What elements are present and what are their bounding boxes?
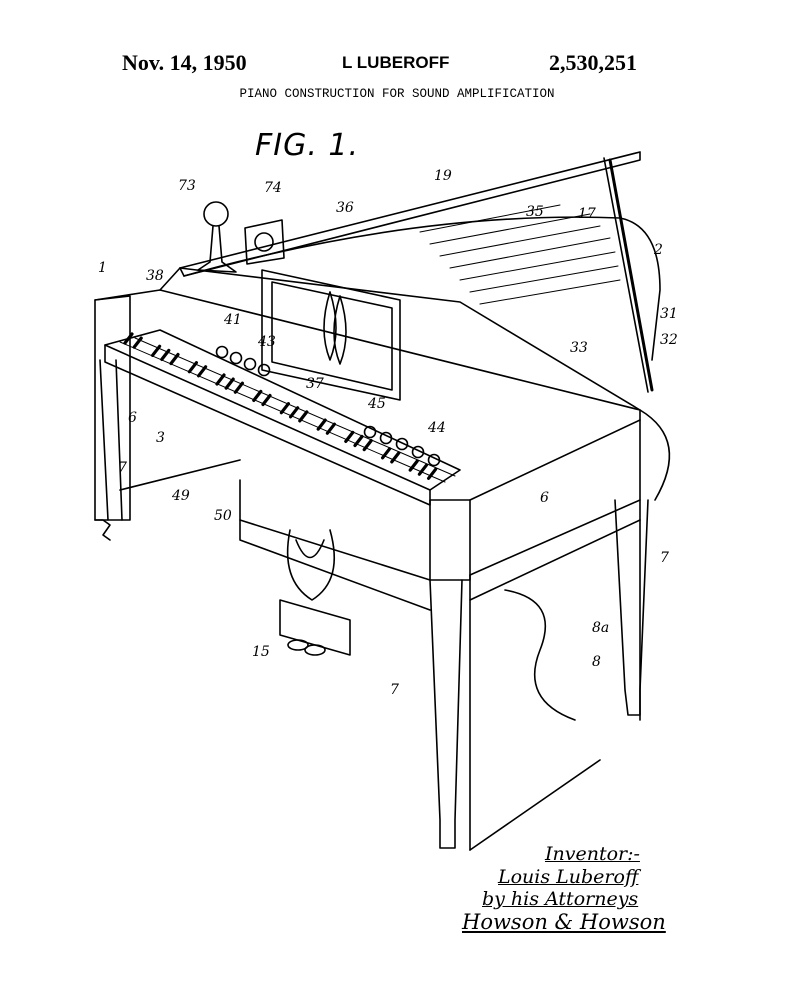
knob [411, 445, 425, 459]
attorney-firm: Howson & Howson [462, 910, 666, 934]
callout-label: 32 [660, 332, 678, 348]
black-key [427, 467, 438, 480]
piano-legs [94, 359, 649, 851]
callout-label: 15 [252, 644, 270, 660]
patent-number: 2,530,251 [549, 50, 637, 75]
black-key [215, 373, 226, 386]
callout-label: 7 [390, 682, 399, 698]
callout-label: 17 [578, 206, 596, 222]
black-key [417, 463, 428, 476]
callout-label: 7 [118, 460, 127, 476]
callout-label: 33 [570, 340, 588, 356]
black-key [252, 389, 263, 402]
callout-label: 74 [264, 180, 282, 196]
black-key [353, 434, 364, 448]
callout-label: 35 [526, 204, 544, 220]
attorney-line: by his Attorneys [482, 888, 639, 910]
callout-label: 37 [306, 376, 324, 392]
callout-label: 49 [171, 488, 190, 504]
black-key [132, 336, 143, 349]
black-key [224, 377, 235, 390]
inventor-header: L LUBEROFF [342, 53, 450, 72]
piano-lid [179, 151, 661, 393]
black-key [362, 439, 373, 452]
piano-keyboard [104, 329, 461, 506]
inventor-label: Inventor:- [545, 843, 640, 865]
patent-date: Nov. 14, 1950 [122, 50, 247, 75]
callout-label: 38 [146, 268, 164, 284]
knob [257, 363, 271, 377]
black-key [169, 352, 180, 366]
callout-label: 6 [540, 490, 549, 506]
black-key [197, 365, 208, 378]
callout-label: 73 [178, 178, 196, 194]
callout-label: 44 [427, 420, 446, 436]
black-key [289, 406, 300, 419]
black-key [279, 402, 290, 415]
callout-label: 31 [660, 306, 678, 322]
microphone [197, 201, 237, 273]
black-key [344, 430, 355, 443]
black-key [298, 410, 309, 423]
knob [215, 345, 229, 359]
knob [379, 431, 393, 445]
knob [363, 425, 377, 439]
black-key [316, 418, 327, 431]
pedal-lyre [279, 529, 351, 656]
black-key [187, 361, 198, 374]
black-key [261, 393, 272, 407]
knob [243, 357, 257, 371]
black-key [151, 344, 162, 357]
black-key [325, 422, 336, 435]
black-key [390, 451, 401, 464]
callout-label: 41 [223, 312, 242, 328]
black-key [381, 447, 392, 460]
black-key [160, 348, 171, 361]
meter-box [244, 219, 285, 265]
callout-label: 7 [660, 550, 669, 566]
callout-label: 1 [98, 260, 107, 276]
knob [395, 437, 409, 451]
callout-label: 45 [367, 396, 386, 412]
piano-cabinet [94, 267, 671, 851]
black-key [233, 381, 244, 394]
black-key [123, 332, 134, 345]
callout-label: 43 [257, 334, 276, 350]
music-stand [261, 269, 401, 401]
callout-label: 50 [214, 508, 232, 524]
callout-label: 6 [128, 410, 137, 426]
inventor-signature: Louis Luberoff [498, 866, 639, 888]
callout-label: 8a [592, 620, 609, 636]
figure-label: FIG. 1. [255, 128, 360, 163]
control-knobs [215, 345, 441, 467]
callout-label: 19 [434, 168, 452, 184]
knob [427, 453, 441, 467]
knob [229, 351, 243, 365]
callout-label: 3 [156, 430, 165, 446]
callout-label: 2 [653, 242, 663, 258]
callout-label: 36 [336, 200, 354, 216]
patent-title: PIANO CONSTRUCTION FOR SOUND AMPLIFICATI… [239, 87, 555, 101]
black-key [408, 459, 419, 472]
callout-label: 8 [592, 654, 601, 670]
